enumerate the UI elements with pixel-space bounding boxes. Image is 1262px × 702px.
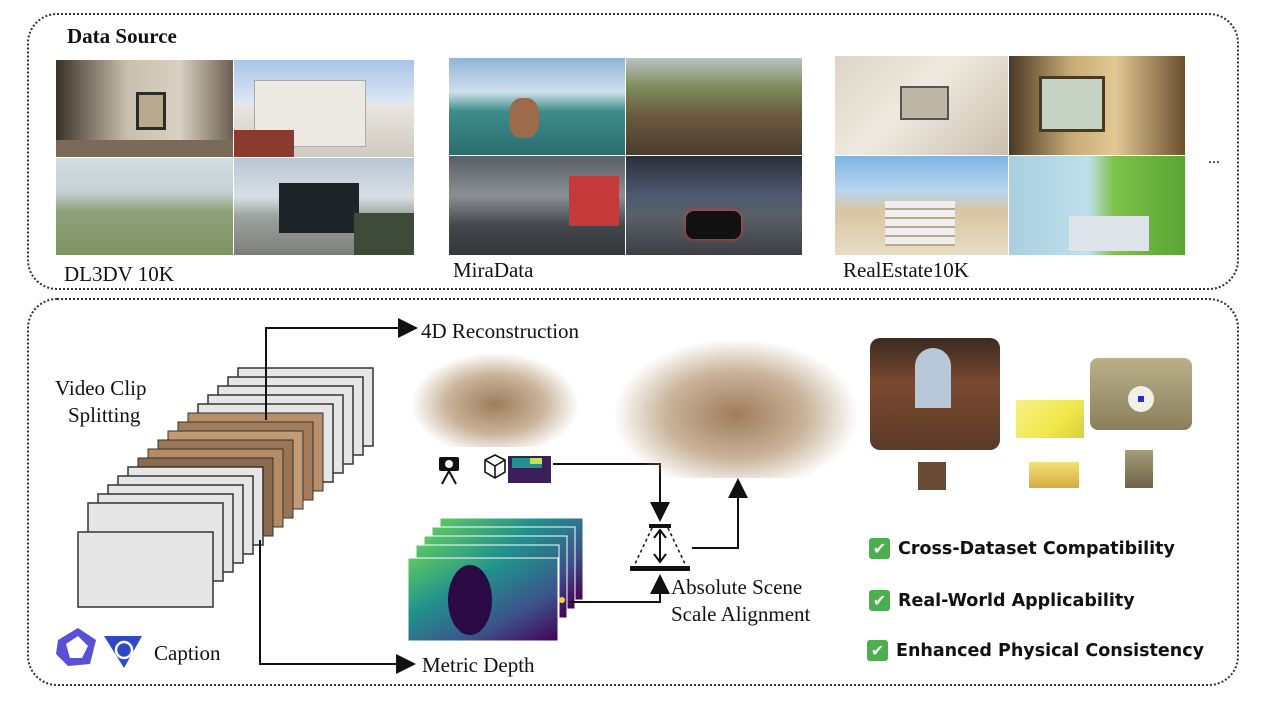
benefit-text: Real-World Applicability	[898, 590, 1135, 611]
aligned-reconstruction-room	[612, 338, 860, 478]
miradata-image-surf	[449, 58, 625, 155]
realestate-image-stairs	[835, 156, 1008, 255]
dl3dv-image-gallery	[56, 60, 233, 157]
arrow-to-reconstruction	[265, 318, 418, 420]
miradata-image-street	[449, 156, 625, 255]
dl3dv-image-lake	[56, 158, 233, 255]
miradata-label: MiraData	[453, 258, 534, 282]
miradata-image-bike-trail	[626, 58, 802, 155]
realestate-image-ceiling	[835, 56, 1008, 155]
result-yellow-pointcloud	[1016, 400, 1084, 438]
checkmark-icon: ✔	[869, 590, 890, 611]
reconstruction-label: 4D Reconstruction	[421, 319, 580, 343]
arrow-to-alignment-bottom	[570, 574, 670, 603]
result-yellow-thumbnail	[1029, 462, 1079, 488]
depth-thumbnail	[508, 456, 551, 483]
swirl-logo-icon	[104, 636, 142, 668]
realestate-label: RealEstate10K	[843, 258, 969, 282]
benefit-text: Enhanced Physical Consistency	[896, 640, 1205, 661]
arrow-to-depth	[259, 540, 416, 674]
realestate-image-bedroom	[1009, 156, 1185, 255]
cube-icon	[484, 454, 506, 479]
pipeline-panel	[27, 298, 1239, 686]
benefit-text: Cross-Dataset Compatibility	[898, 538, 1175, 559]
alignment-label-line2: Scale Alignment	[671, 602, 811, 626]
reconstruction-room-small	[410, 352, 580, 447]
data-source-panel	[27, 13, 1239, 290]
more-datasets-ellipsis: ...	[1208, 150, 1220, 167]
caption-label: Caption	[154, 641, 221, 665]
benefit-cross-dataset: ✔ Cross-Dataset Compatibility	[869, 538, 1175, 559]
alignment-label-line1: Absolute Scene	[671, 575, 803, 599]
scale-alignment-icon	[630, 524, 690, 571]
result-library-pointcloud	[870, 338, 1000, 450]
qwen-logo-icon	[56, 628, 96, 666]
result-dog-pointcloud	[1090, 358, 1192, 430]
miradata-image-race-car	[626, 156, 802, 255]
stacked-frames	[77, 367, 374, 608]
realestate-image-livingroom	[1009, 56, 1185, 155]
camera-icon	[439, 457, 459, 485]
dl3dv-label: DL3DV 10K	[64, 262, 174, 286]
benefit-physical-consistency: ✔ Enhanced Physical Consistency	[867, 640, 1204, 661]
video-clip-label-line1: Video Clip	[55, 376, 147, 400]
dl3dv-image-building	[234, 60, 414, 157]
arrow-to-aligned-room	[692, 478, 748, 549]
video-clip-label-line2: Splitting	[68, 403, 141, 427]
checkmark-icon: ✔	[869, 538, 890, 559]
result-library-thumbnail	[918, 462, 946, 490]
checkmark-icon: ✔	[867, 640, 888, 661]
dl3dv-image-station	[234, 158, 414, 255]
metric-depth-label: Metric Depth	[422, 653, 535, 677]
benefit-real-world: ✔ Real-World Applicability	[869, 590, 1135, 611]
result-dog-thumbnail	[1125, 450, 1153, 488]
data-source-title: Data Source	[67, 24, 177, 48]
